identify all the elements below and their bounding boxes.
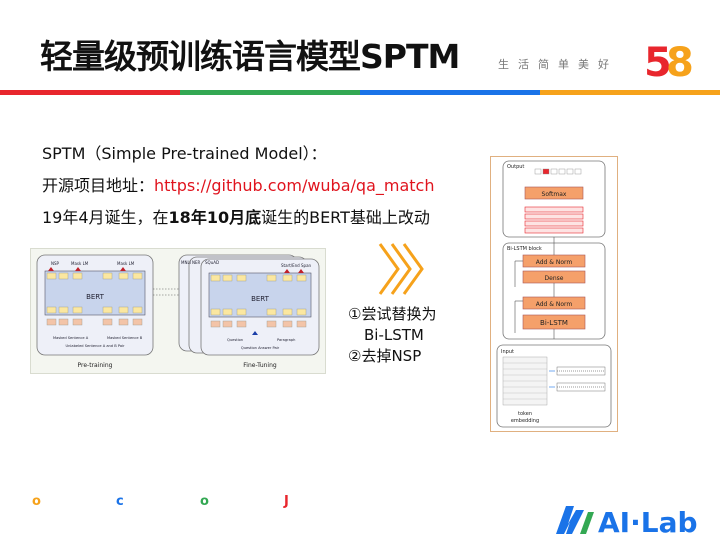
softmax-label: Softmax (542, 191, 567, 198)
project-address-line: 开源项目地址：https://github.com/wuba/qa_match (42, 172, 434, 196)
project-address-label: 开源项目地址： (42, 176, 155, 195)
footer-dot-1: o (32, 494, 41, 509)
head-mask-lm-2: Mask LM (117, 261, 135, 266)
input-label: Input (501, 349, 514, 355)
finetune-bert-label: BERT (251, 295, 270, 303)
input-paragraph: Paragraph (277, 338, 295, 342)
input-question: Question (227, 338, 243, 342)
header-color-bar (0, 90, 720, 95)
task-mnli: MNLI (181, 260, 191, 265)
history-line: 19年4月诞生，在18年10月底诞生的BERT基础上改动 (42, 204, 430, 228)
ailab-logo: AI·Lab (556, 506, 698, 538)
history-pre: 19年4月诞生，在 (42, 208, 169, 227)
pretrain-bert-label: BERT (86, 293, 105, 301)
softmax-box (524, 186, 584, 200)
bilstm-block-label: Bi-LSTM block (507, 246, 542, 252)
ailab-brand-text: AI·Lab (598, 506, 698, 538)
bar-seg-red (0, 90, 180, 95)
history-bold: 18年10月底 (168, 208, 262, 227)
task-squad: SQuAD (205, 260, 219, 265)
embedding-label: embedding (511, 418, 539, 424)
sptm-definition: SPTM（Simple Pre-trained Model）： (42, 144, 327, 163)
brand-slogan: 生活简单美好 (498, 58, 618, 71)
history-post: 诞生的BERT基础上改动 (261, 208, 430, 227)
logo-5: 5 (644, 40, 672, 82)
ailab-mark-icon (556, 506, 584, 534)
change-item-1: ①尝试替换为 (348, 305, 437, 323)
sptm-architecture-figure: Output Softmax Bi-LSTM block Add & Norm … (490, 156, 618, 432)
dense-label: Dense (545, 275, 564, 282)
token-label: token (518, 411, 532, 417)
logo-8: 8 (666, 40, 692, 82)
bert-figure: BERT NSP Mask LM Mask LM Masked Sentence… (30, 248, 326, 374)
footer-dot-2: c (116, 494, 124, 509)
add-norm-2-label: Add & Norm (536, 301, 573, 308)
bar-seg-green (180, 90, 360, 95)
changes-list: ①尝试替换为 Bi-LSTM ②去掉NSP (348, 304, 436, 367)
input-qa-caption: Question Answer Pair (241, 346, 280, 350)
head-start-end-span: Start/End Span (281, 263, 312, 268)
task-ner: NER (192, 260, 201, 265)
footer-dot-3: o (200, 494, 209, 509)
chevron-right-icon (378, 243, 424, 295)
finetune-caption: Fine-Tuning (243, 362, 277, 369)
input-pair-caption: Unlabeled Sentence A and B Pair (65, 344, 125, 348)
footer-dot-4: J (284, 494, 289, 509)
add-norm-1-label: Add & Norm (536, 259, 573, 266)
bar-seg-blue (360, 90, 540, 95)
58-logo: 5 8 (644, 40, 692, 82)
input-sentence-a: Masked Sentence A (53, 336, 89, 340)
pretrain-caption: Pre-training (78, 362, 113, 369)
output-label: Output (507, 164, 524, 170)
head-mask-lm-1: Mask LM (71, 261, 89, 266)
bilstm-label: Bi-LSTM (540, 319, 568, 327)
page-title: 轻量级预训练语言模型SPTM (40, 37, 460, 76)
head-nsp: NSP (51, 261, 60, 266)
change-item-1b: Bi-LSTM (364, 326, 424, 344)
bar-seg-orange (540, 90, 720, 95)
input-sentence-b: Masked Sentence B (107, 336, 143, 340)
change-item-2: ②去掉NSP (348, 347, 422, 365)
github-link[interactable]: https://github.com/wuba/qa_match (154, 176, 435, 195)
